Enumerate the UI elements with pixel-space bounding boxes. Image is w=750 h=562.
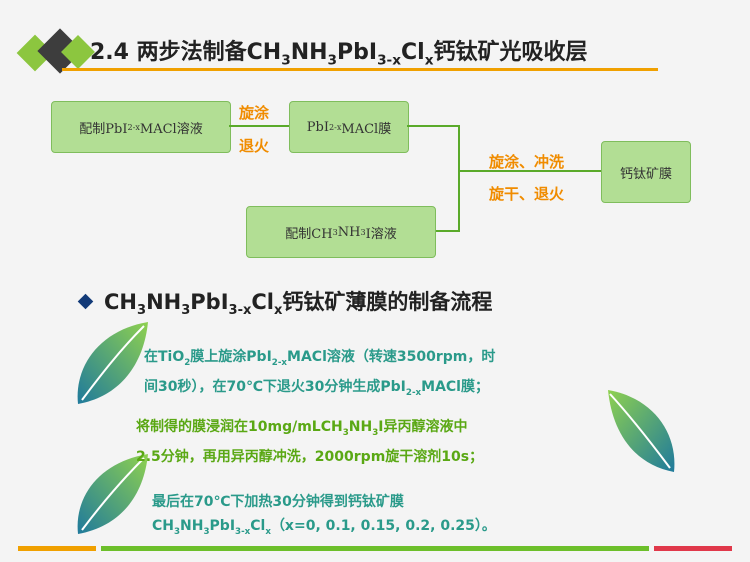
step-label-spin-coat: 旋涂: [239, 104, 270, 122]
flow-box-perovskite-film: 钙钛矿膜: [601, 141, 691, 203]
section-subtitle: CH3NH3PbI3-xClx钙钛矿薄膜的制备流程: [104, 290, 493, 319]
footer-bar-red: [654, 546, 732, 551]
arrow-line: [229, 125, 289, 127]
step-2-text: 将制得的膜浸润在10mg/mLCH3NH3I异丙醇溶液中 2.5分钟，再用异丙醇…: [136, 419, 484, 465]
connector-line: [434, 230, 460, 232]
step-3-text: 最后在70℃下加热30分钟得到钙钛矿膜 CH3NH3PbI3-xClx（x=0,…: [152, 494, 496, 537]
diamond-bullet-icon: [77, 293, 94, 310]
step-label-dry-anneal: 旋干、退火: [489, 185, 565, 203]
step-label-spin-rinse: 旋涂、冲洗: [489, 153, 565, 171]
leaf-icon: [77, 454, 148, 534]
step-1-text: 在TiO2膜上旋涂PbI2-xMACl溶液（转速3500rpm，时 间30秒），…: [144, 349, 496, 398]
leaf-icon: [77, 322, 148, 404]
connector-line: [458, 125, 460, 232]
footer-bar-green: [101, 546, 649, 551]
footer-bar-orange: [18, 546, 96, 551]
title-underline: [62, 68, 658, 71]
connector-line: [407, 125, 459, 127]
leaf-icon: [608, 390, 675, 472]
step-label-anneal: 退火: [239, 137, 270, 155]
page-title: 2.4 两步法制备CH3NH3PbI3-xClx钙钛矿光吸收层: [90, 40, 588, 69]
arrow-line: [459, 170, 601, 172]
